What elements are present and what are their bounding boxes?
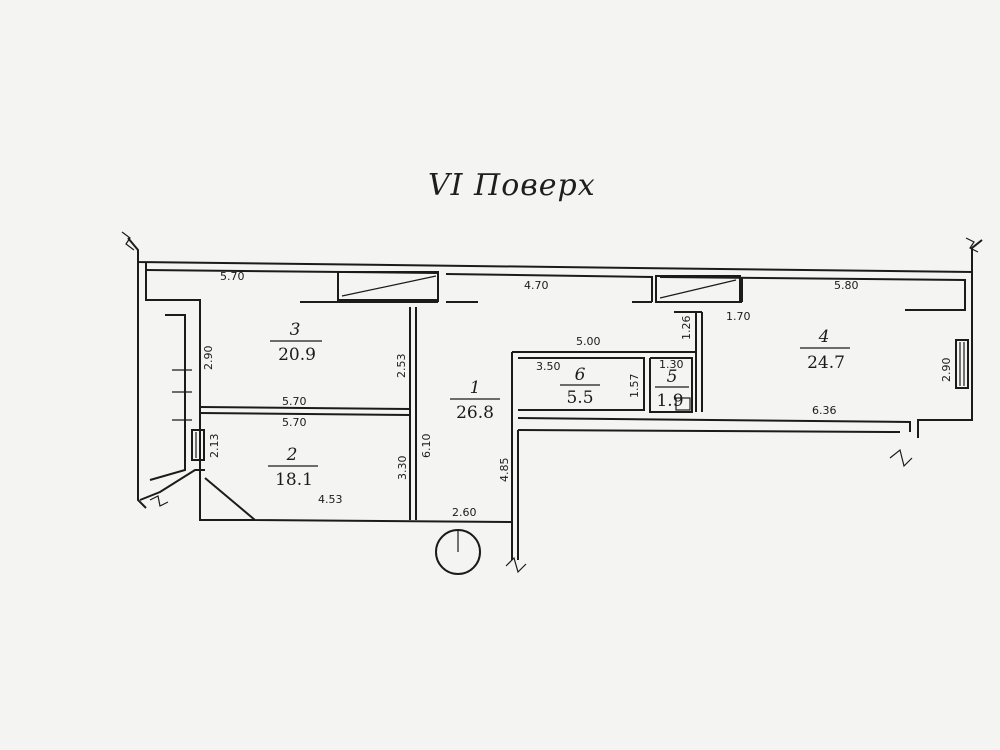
room-3-number: 3 [290, 320, 301, 340]
dim-r6-top: 5.00 [576, 335, 601, 348]
windows [172, 339, 969, 461]
dim-hall-length: 6.10 [420, 434, 433, 459]
dim-r2-top: 5.70 [282, 416, 307, 429]
dim-r6-side: 1.57 [628, 374, 641, 399]
room-6-area: 5.5 [566, 388, 593, 408]
exterior-walls [127, 237, 983, 560]
dim-r4-right: 2.90 [940, 358, 953, 383]
room-5: 5 1.9 [655, 367, 689, 411]
room-4-area: 24.7 [807, 353, 845, 373]
dim-r4-bottom: 6.36 [812, 404, 837, 417]
room-3-area: 20.9 [278, 345, 316, 365]
vent-shafts [337, 271, 741, 303]
room-2-number: 2 [286, 445, 298, 465]
room-5-area: 1.9 [656, 391, 683, 411]
room-1-area: 26.8 [456, 403, 494, 423]
room-5-number: 5 [667, 367, 678, 387]
dim-r5-top: 1.30 [659, 358, 684, 371]
dim-r2-left: 2.13 [208, 434, 221, 459]
room-4-number: 4 [818, 327, 830, 347]
dim-r6-inner: 3.50 [536, 360, 561, 373]
dim-r2-right: 3.30 [396, 456, 409, 481]
room-3: 3 20.9 [270, 320, 322, 365]
room-4: 4 24.7 [800, 327, 850, 373]
dim-r4-top: 5.80 [834, 279, 859, 292]
dim-hall-bottom: 2.60 [452, 506, 477, 519]
dim-r2-bottom: 4.53 [318, 493, 343, 506]
room-2-area: 18.1 [275, 470, 313, 490]
room-1-number: 1 [470, 378, 481, 398]
column-symbol [435, 529, 481, 575]
dim-hall-top: 4.70 [524, 279, 549, 292]
dimension-labels: 5.70 2.90 2.53 5.70 5.70 2.13 3.30 4.53 … [202, 270, 953, 519]
dim-r5-side: 1.26 [680, 316, 693, 341]
room-6: 6 5.5 [560, 365, 600, 408]
room-1: 1 26.8 [450, 378, 500, 423]
dim-r4-inner: 1.70 [726, 310, 751, 323]
break-marks [121, 231, 979, 574]
floor-title: VI Поверх [428, 168, 596, 203]
room-6-number: 6 [575, 365, 586, 385]
room-2: 2 18.1 [268, 445, 318, 490]
plumbing-fixture [675, 397, 691, 411]
dim-r3-right: 2.53 [395, 354, 408, 379]
dim-r3-bottom: 5.70 [282, 395, 307, 408]
dim-hall-right: 4.85 [498, 458, 511, 483]
dim-r3-top: 5.70 [220, 270, 245, 283]
dim-r3-left: 2.90 [202, 346, 215, 371]
interior-walls [145, 269, 966, 522]
